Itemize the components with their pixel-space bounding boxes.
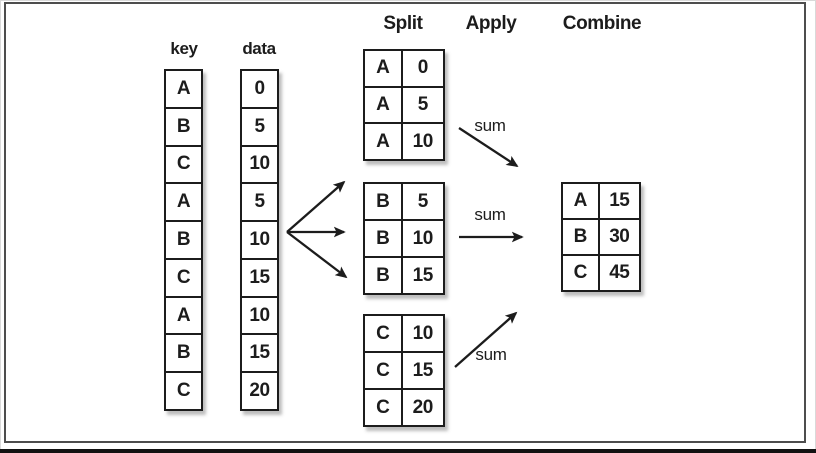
combine-key-cell: A (563, 184, 600, 220)
split-table-group-c: C 10 C 15 C 20 (363, 314, 445, 427)
split-c-value-cell: 10 (402, 316, 443, 353)
split-c-key-cell: C (365, 316, 403, 353)
data-cell: 10 (242, 298, 277, 336)
stage-header-combine: Combine (562, 13, 642, 34)
split-b-value-cell: 10 (402, 221, 443, 258)
data-cell: 5 (242, 109, 277, 147)
bottom-edge-bar (0, 449, 816, 453)
split-a-key-cell: A (365, 124, 403, 159)
split-a-key-cell: A (365, 87, 403, 125)
key-cell: C (166, 260, 201, 298)
data-column: 0 5 10 5 10 15 10 15 20 (240, 69, 279, 411)
key-column-label: key (170, 39, 198, 58)
split-c-key-cell: C (365, 390, 403, 425)
split-c-value-cell: 20 (412, 396, 434, 418)
combine-value-cell: 45 (609, 262, 630, 283)
combine-key-cell: B (563, 220, 600, 256)
key-cell: C (166, 147, 201, 185)
key-cell: A (166, 71, 201, 109)
key-cell: C (176, 380, 191, 402)
sum-label-group-b: sum (474, 205, 506, 224)
data-cell: 10 (242, 147, 277, 185)
split-b-key-cell: B (365, 184, 403, 221)
stage-header-apply: Apply (465, 13, 517, 34)
combine-table: A 15 B 30 C 45 (561, 182, 641, 292)
data-cell: 20 (249, 380, 270, 402)
split-b-key-cell: B (365, 258, 403, 293)
data-cell: 5 (242, 184, 277, 223)
split-b-value-cell: 5 (402, 184, 443, 221)
data-cell: 0 (242, 71, 277, 109)
combine-value-cell: 30 (599, 220, 639, 256)
split-b-key-cell: B (365, 221, 403, 258)
sum-label-group-c: sum (475, 345, 507, 364)
split-a-value-cell: 5 (402, 88, 443, 125)
split-a-value-cell: 10 (412, 130, 434, 152)
data-column-label: data (242, 39, 276, 58)
split-table-group-a: A 0 A 5 A 10 (363, 49, 445, 161)
data-cell: 15 (242, 335, 277, 374)
split-arrow-to-group-c (286, 231, 348, 279)
split-a-value-cell: 0 (402, 51, 443, 88)
split-c-value-cell: 15 (402, 353, 443, 390)
combine-value-cell: 15 (599, 184, 639, 220)
combine-key-cell: C (563, 256, 600, 290)
key-cell: A (166, 184, 201, 223)
split-a-key-cell: A (365, 51, 403, 88)
data-cell: 15 (242, 260, 277, 298)
key-cell: A (166, 298, 201, 336)
sum-label-group-a: sum (474, 116, 506, 135)
stage-header-split: Split (383, 13, 423, 34)
key-cell: B (166, 335, 201, 374)
key-cell: B (166, 109, 201, 147)
data-cell: 10 (242, 222, 277, 260)
split-table-group-b: B 5 B 10 B 15 (363, 182, 445, 295)
key-column: A B C A B C A B C (164, 69, 203, 411)
split-c-key-cell: C (365, 353, 403, 390)
split-arrow-to-group-a (286, 180, 346, 233)
key-cell: B (166, 222, 201, 260)
split-b-value-cell: 15 (412, 264, 434, 286)
